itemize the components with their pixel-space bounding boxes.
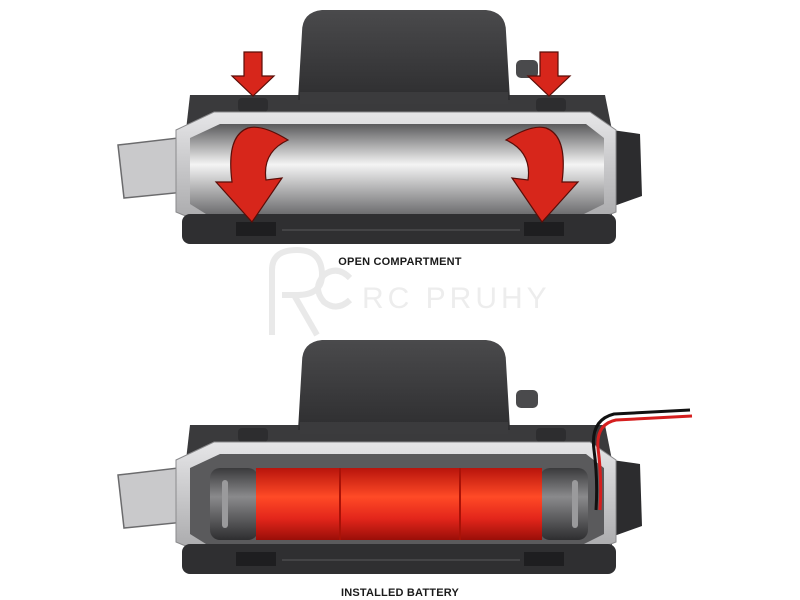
curved-arrow-icon [504, 126, 580, 223]
open-compartment-illustration [0, 0, 800, 270]
caption-open-compartment: OPEN COMPARTMENT [338, 256, 462, 268]
caption-installed-battery: INSTALLED BATTERY [340, 587, 460, 599]
battery-pack [210, 468, 588, 540]
down-arrow-icon [230, 51, 276, 97]
installed-battery-illustration [0, 330, 800, 600]
watermark-text: RC PRUHY [362, 282, 551, 315]
curved-arrow-icon [214, 126, 290, 223]
battery-wire [591, 408, 693, 511]
watermark-logo: RC PRUHY [262, 240, 562, 350]
receiver-open-drawing [117, 10, 642, 244]
receiver-battery-drawing [117, 340, 693, 574]
down-arrow-icon [526, 51, 572, 97]
rc-logo-icon: RC PRUHY [269, 246, 551, 337]
